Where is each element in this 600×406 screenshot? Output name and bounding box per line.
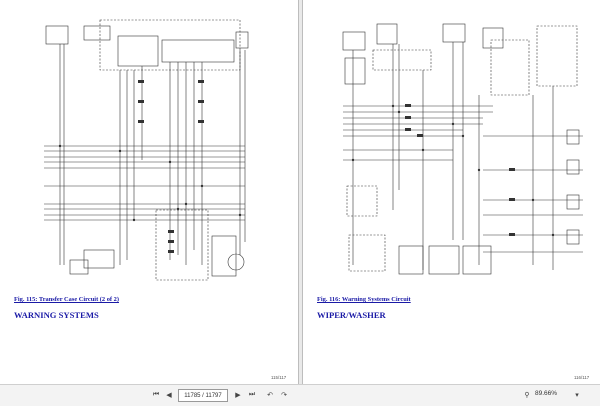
previous-page-icon[interactable]: ◀ [166, 392, 172, 399]
warning-systems-circuit-diagram [342, 23, 583, 275]
last-page-icon[interactable]: ⏭ [248, 391, 256, 398]
first-page-icon[interactable]: ⏮ [152, 391, 160, 398]
viewer-toolbar: ⏮ ◀ 11785 / 11797 ▶ ⏭ ↶ ↷ ⚲ 89.66% ▾ [0, 384, 600, 406]
section-heading-right: WIPER/WASHER [317, 310, 386, 320]
page-number-right: 116/117 [574, 375, 590, 380]
next-page-icon[interactable]: ▶ [235, 392, 241, 399]
zoom-icon[interactable]: ⚲ [524, 392, 530, 399]
figure-caption-right: Fig. 116: Warning Systems Circuit [317, 296, 411, 303]
zoom-level[interactable]: 89.66% [535, 390, 558, 397]
section-heading-left: WARNING SYSTEMS [14, 310, 99, 320]
document-page-left: Fig. 115: Transfer Case Circuit (2 of 2)… [0, 0, 299, 384]
page-number-field[interactable]: 11785 / 11797 [178, 389, 228, 402]
zoom-menu-icon[interactable]: ▾ [575, 392, 579, 399]
back-icon[interactable]: ↶ [267, 392, 273, 399]
document-page-right: Fig. 116: Warning Systems Circuit WIPER/… [302, 0, 600, 384]
forward-icon[interactable]: ↷ [281, 392, 287, 399]
figure-caption-left: Fig. 115: Transfer Case Circuit (2 of 2) [14, 296, 119, 303]
transfer-case-circuit-diagram [44, 19, 249, 281]
document-viewport[interactable]: Fig. 115: Transfer Case Circuit (2 of 2)… [0, 0, 600, 384]
page-number-left: 115/117 [271, 375, 287, 380]
